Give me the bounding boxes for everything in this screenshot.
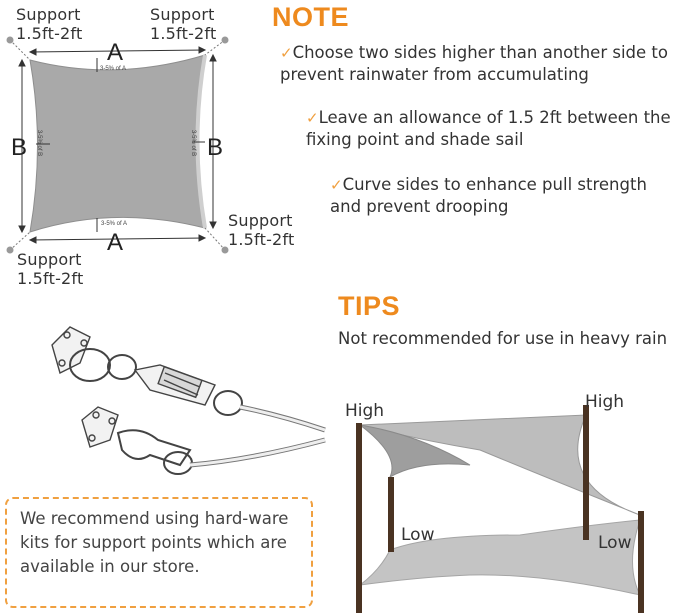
check-icon: ✓ [280, 44, 293, 62]
low-label-left: Low [401, 525, 435, 545]
pole-sail-illustration [356, 405, 644, 613]
note-item-2: ✓Leave an allowance of 1.5 2ft between t… [306, 108, 671, 149]
sag-b-label-left: 3-5% of B [36, 129, 43, 157]
check-icon: ✓ [306, 109, 319, 127]
support-label-top-right: Support 1.5ft-2ft [150, 5, 217, 43]
note-item-3: ✓Curve sides to enhance pull strength an… [330, 175, 647, 216]
high-label-left: High [345, 401, 385, 421]
support-label-bottom-right: Support 1.5ft-2ft [228, 211, 295, 249]
side-a-label-bottom: A [107, 229, 124, 256]
note-title: NOTE [272, 2, 350, 32]
sag-a-label-top: 3-5% of A [100, 66, 127, 72]
pole-right-high [583, 405, 589, 540]
tips-title: TIPS [338, 291, 401, 321]
support-label-top-left: Support 1.5ft-2ft [16, 5, 83, 43]
recommend-box [5, 497, 313, 608]
hardware-kit-illustration [51, 326, 326, 475]
side-b-label-right: B [207, 134, 224, 161]
sail-shape [29, 54, 206, 233]
note-item-1: ✓Choose two sides higher than another si… [280, 43, 668, 84]
support-point-icons [6, 36, 229, 254]
low-label-right: Low [598, 533, 632, 553]
side-b-label-left: B [11, 134, 28, 161]
side-a-label-top: A [107, 39, 124, 66]
sag-b-label-right: 3-5% of B [190, 129, 197, 157]
tips-text: Not recommended for use in heavy rain [338, 329, 668, 348]
pole-left-low [388, 477, 394, 552]
sail-dimension-diagram [6, 36, 229, 254]
pole-right-low [638, 511, 644, 613]
high-label-right: High [585, 392, 625, 412]
pole-left-high [356, 423, 362, 613]
check-icon: ✓ [330, 176, 343, 194]
support-label-bottom-left: Support 1.5ft-2ft [17, 250, 84, 288]
sag-a-label-bottom: 3-5% of A [101, 221, 128, 227]
recommend-text: We recommend using hard-ware kits for su… [20, 509, 289, 576]
